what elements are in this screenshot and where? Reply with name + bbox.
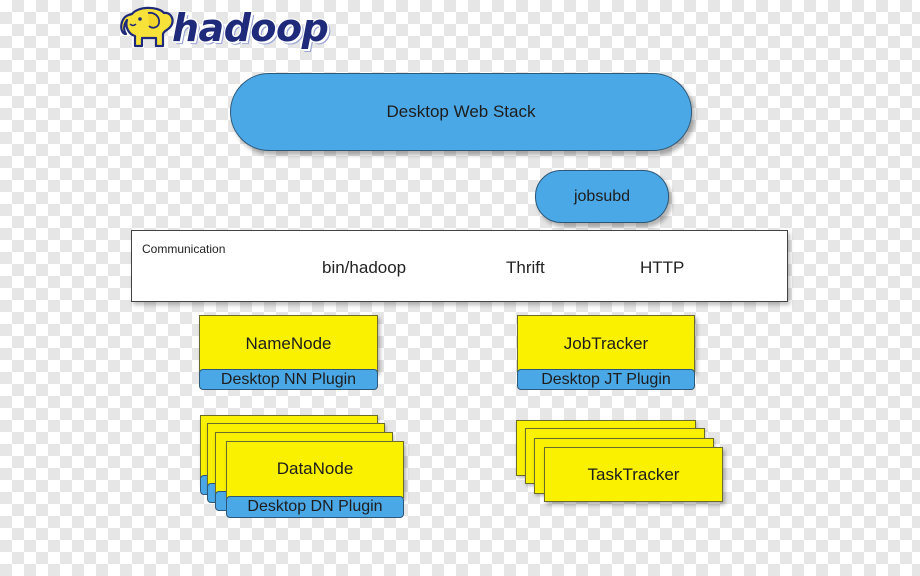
datanode-plugin: Desktop DN Plugin [226,496,404,518]
jobtracker-plugin-label: Desktop JT Plugin [541,370,671,388]
datanode-box: DataNode [226,441,404,498]
communication-title: Communication [142,242,226,256]
jobtracker-box: JobTracker [517,315,695,372]
datanode-plugin-label: Desktop DN Plugin [247,498,383,515]
tasktracker-label: TaskTracker [587,465,680,484]
hadoop-logo: hadoop [118,4,332,54]
protocol-thrift: Thrift [506,258,545,277]
jobsubd-label: jobsubd [573,187,631,205]
jobtracker-plugin: Desktop JT Plugin [517,369,695,390]
elephant-icon [120,6,174,48]
desktop-web-stack-label: Desktop Web Stack [386,102,536,121]
desktop-web-stack: Desktop Web Stack [230,73,692,151]
datanode-label: DataNode [276,459,354,478]
datanode-stack: DataNode Desktop DN Plugin [198,413,408,519]
protocol-bin-hadoop: bin/hadoop [322,258,407,277]
communication-layer: Communication bin/hadoop Thrift HTTP [131,230,788,302]
tasktracker-box: TaskTracker [544,447,723,502]
namenode-label: NameNode [245,334,332,353]
hadoop-wordmark: hadoop [172,6,329,50]
tasktracker-stack: TaskTracker [515,418,727,506]
namenode-plugin-label: Desktop NN Plugin [220,370,357,388]
protocol-http: HTTP [640,258,685,277]
namenode-plugin: Desktop NN Plugin [199,369,378,390]
namenode-box: NameNode [199,315,378,372]
jobsubd-node: jobsubd [535,170,669,223]
jobtracker-label: JobTracker [563,334,649,353]
